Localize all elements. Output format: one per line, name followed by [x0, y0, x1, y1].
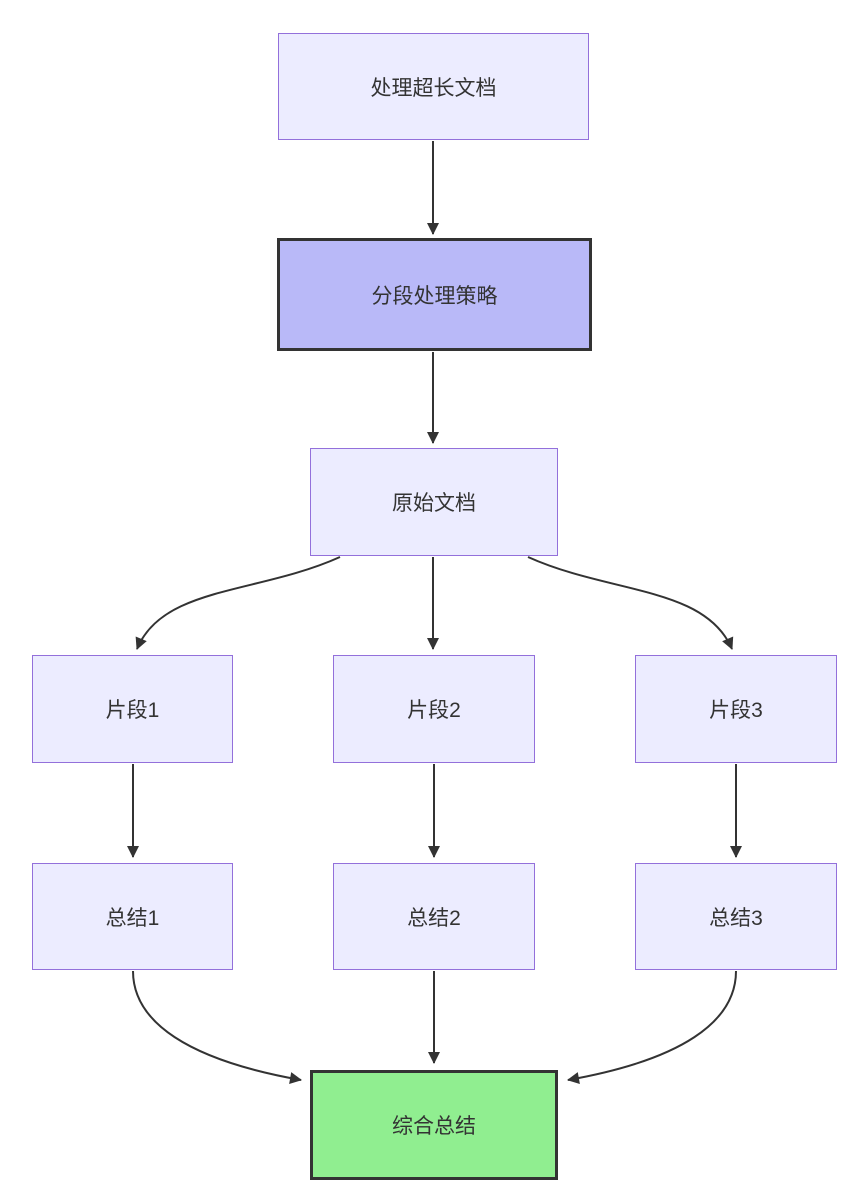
- edge-sum3-to-final: [567, 970, 737, 1084]
- node-segmentation-strategy: 分段处理策略: [277, 238, 592, 351]
- node-combined-summary: 综合总结: [310, 1070, 558, 1180]
- node-process-long-document: 处理超长文档: [278, 33, 589, 140]
- node-segment-2: 片段2: [333, 655, 535, 763]
- node-summary-3: 总结3: [635, 863, 837, 970]
- edge-original-to-seg1: [135, 556, 341, 650]
- node-segment-3: 片段3: [635, 655, 837, 763]
- node-summary-2: 总结2: [333, 863, 535, 970]
- edge-original-to-seg3: [527, 556, 734, 650]
- node-segment-1: 片段1: [32, 655, 233, 763]
- node-original-document: 原始文档: [310, 448, 558, 556]
- edge-sum1-to-final: [132, 970, 302, 1084]
- node-summary-1: 总结1: [32, 863, 233, 970]
